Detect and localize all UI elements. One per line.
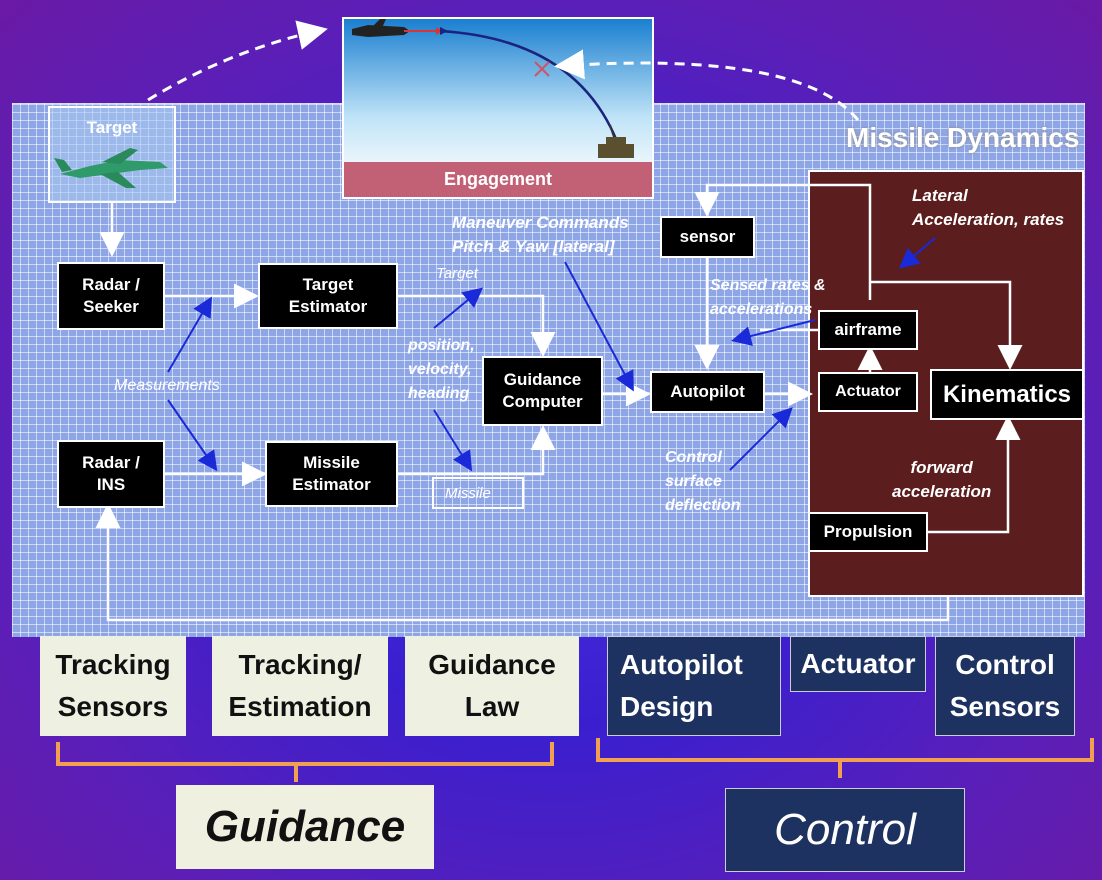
guidance-computer-line1: Guidance bbox=[503, 370, 582, 389]
target-estimator-line1: Target bbox=[302, 275, 354, 294]
guidance-computer-line2: Computer bbox=[502, 392, 583, 411]
missile-dynamics-title: Missile Dynamics bbox=[846, 122, 1080, 153]
propulsion-block: Propulsion bbox=[808, 512, 928, 552]
forward-accel-note: forward acceleration bbox=[892, 456, 991, 504]
vel-line: velocity, bbox=[408, 361, 472, 378]
lateral-line1: Lateral bbox=[912, 186, 968, 205]
autopilot-design-line1: Autopilot bbox=[620, 649, 743, 680]
radar-ins-block: Radar / INS bbox=[57, 440, 165, 508]
tracking-estimation-box: Tracking/ Estimation bbox=[212, 636, 388, 736]
target-estimator-block: Target Estimator bbox=[258, 263, 398, 329]
engagement-label: Engagement bbox=[344, 162, 652, 197]
radar-seeker-line1: Radar / bbox=[82, 275, 140, 294]
control-surface-line1: Control bbox=[665, 449, 722, 466]
lateral-accel-note: Lateral Acceleration, rates bbox=[912, 184, 1064, 232]
control-sensors-line2: Sensors bbox=[949, 691, 1061, 722]
radar-ins-line1: Radar / bbox=[82, 453, 140, 472]
guidance-title: Guidance bbox=[176, 785, 434, 869]
tracking-sensors-line1: Tracking bbox=[55, 649, 171, 680]
tracking-estimation-line1: Tracking/ bbox=[238, 649, 362, 680]
control-surface-line2: surface bbox=[665, 473, 722, 490]
pos-vel-head-note: position, velocity, heading bbox=[408, 334, 475, 406]
control-surface-line3: deflection bbox=[665, 497, 741, 514]
kinematics-block: Kinematics bbox=[930, 369, 1084, 420]
guidance-law-box: Guidance Law bbox=[405, 636, 579, 736]
autopilot-design-line2: Design bbox=[620, 691, 714, 722]
sensed-line2: accelerations bbox=[710, 301, 813, 318]
maneuver-commands-note: Maneuver Commands Pitch & Yaw [lateral] bbox=[452, 211, 629, 259]
target-estimator-line2: Estimator bbox=[288, 297, 368, 316]
missile-estimator-line2: Estimator bbox=[292, 475, 371, 494]
control-title: Control bbox=[725, 788, 965, 872]
target-aircraft-icon bbox=[54, 148, 168, 188]
guidance-law-line1: Guidance bbox=[428, 649, 556, 680]
autopilot-block: Autopilot bbox=[650, 371, 765, 413]
control-sensors-line1: Control bbox=[955, 649, 1055, 680]
control-surface-note: Control surface deflection bbox=[665, 446, 741, 518]
tracking-estimation-line2: Estimation bbox=[228, 691, 372, 722]
actuator-block: Actuator bbox=[818, 372, 918, 412]
radar-seeker-line2: Seeker bbox=[83, 297, 139, 316]
tracking-sensors-box: Tracking Sensors bbox=[40, 636, 186, 736]
guidance-computer-block: Guidance Computer bbox=[482, 356, 603, 426]
autopilot-design-box: Autopilot Design bbox=[607, 636, 781, 736]
forward-line2: acceleration bbox=[892, 482, 992, 501]
pos-line: position, bbox=[408, 337, 475, 354]
sensed-rates-note: Sensed rates & accelerations bbox=[710, 274, 826, 322]
target-label: Target bbox=[86, 118, 138, 137]
airframe-block: airframe bbox=[818, 310, 918, 350]
measurements-note: Measurements bbox=[114, 377, 220, 394]
tracking-sensors-line2: Sensors bbox=[57, 691, 169, 722]
engagement-scene bbox=[352, 19, 634, 158]
radar-ins-line2: INS bbox=[96, 475, 126, 494]
actuator-category-box: Actuator bbox=[790, 636, 926, 692]
guidance-law-line2: Law bbox=[464, 691, 520, 722]
lateral-line2: Acceleration, rates bbox=[912, 210, 1065, 229]
sensor-block: sensor bbox=[660, 216, 755, 258]
missile-estimator-block: Missile Estimator bbox=[265, 441, 398, 507]
target-signal-note: Target bbox=[436, 265, 478, 282]
missile-estimator-line1: Missile bbox=[303, 453, 360, 472]
control-sensors-box: Control Sensors bbox=[935, 636, 1075, 736]
missile-signal-note: Missile bbox=[445, 485, 491, 502]
maneuver-line2: Pitch & Yaw [lateral] bbox=[452, 237, 615, 256]
sensed-line1: Sensed rates & bbox=[710, 277, 826, 294]
head-line: heading bbox=[408, 385, 470, 402]
forward-line1: forward bbox=[910, 458, 973, 477]
target-box bbox=[48, 106, 176, 203]
maneuver-line1: Maneuver Commands bbox=[452, 213, 629, 232]
radar-seeker-block: Radar / Seeker bbox=[57, 262, 165, 330]
